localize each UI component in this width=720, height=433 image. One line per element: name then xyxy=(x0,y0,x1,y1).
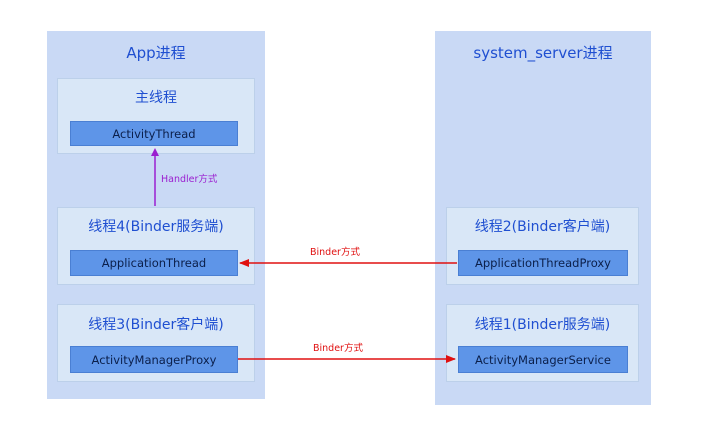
activity-manager-proxy-box: ActivityManagerProxy xyxy=(70,346,238,373)
binder-label-bottom: Binder方式 xyxy=(313,343,363,354)
thread3-group: 线程3(Binder客户端) ActivityManagerProxy xyxy=(57,304,255,382)
main-thread-group: 主线程 ActivityThread xyxy=(57,78,255,154)
app-process-title: App进程 xyxy=(126,44,186,62)
system-server-process-title: system_server进程 xyxy=(473,44,613,62)
thread3-title: 线程3(Binder客户端) xyxy=(88,317,224,333)
thread1-title: 线程1(Binder服务端) xyxy=(474,317,611,333)
application-thread-box: ApplicationThread xyxy=(70,250,238,276)
activity-thread-box: ActivityThread xyxy=(70,121,238,146)
thread1-group: 线程1(Binder服务端) ActivityManagerService xyxy=(446,304,639,382)
thread4-group: 线程4(Binder服务端) ApplicationThread xyxy=(57,207,255,285)
application-thread-proxy-box: ApplicationThreadProxy xyxy=(458,250,628,276)
main-thread-title: 主线程 xyxy=(135,90,177,106)
handler-label: Handler方式 xyxy=(161,174,218,185)
thread2-group: 线程2(Binder客户端) ApplicationThreadProxy xyxy=(446,207,639,285)
thread4-title: 线程4(Binder服务端) xyxy=(88,219,224,235)
thread2-title: 线程2(Binder客户端) xyxy=(474,219,611,235)
binder-label-top: Binder方式 xyxy=(310,247,360,258)
activity-manager-service-box: ActivityManagerService xyxy=(458,346,628,373)
